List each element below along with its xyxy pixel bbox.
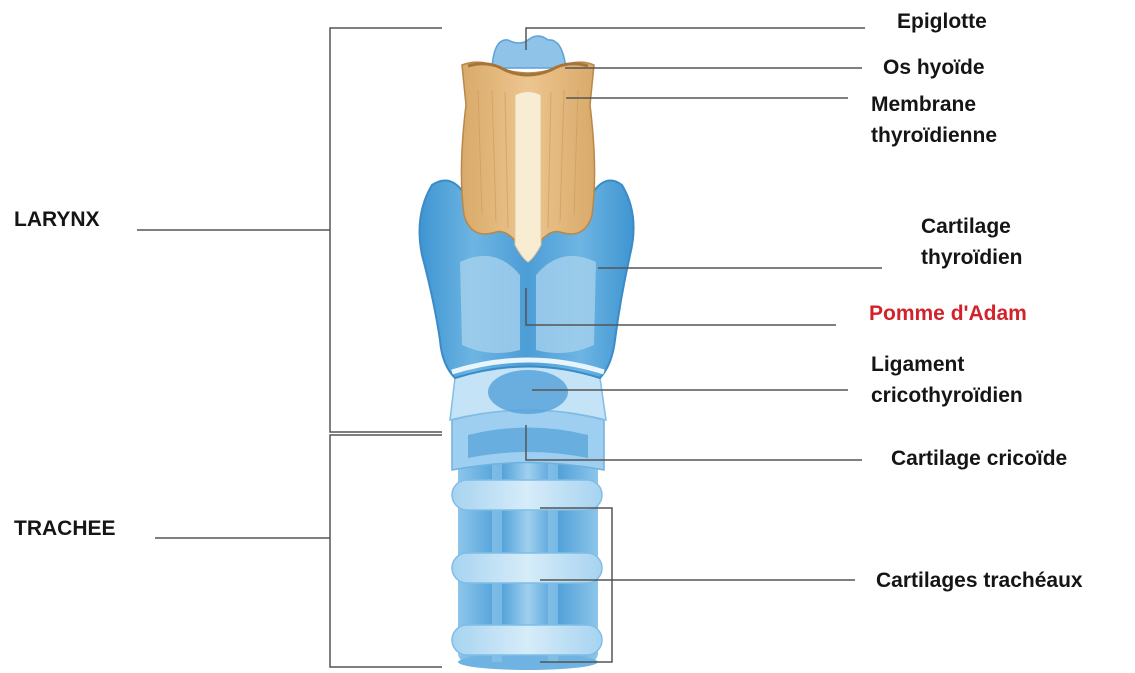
- label-membrane-2: thyroïdienne: [871, 120, 997, 151]
- label-pomme-adam: Pomme d'Adam: [869, 298, 1027, 329]
- trachea-bracket: [330, 435, 442, 667]
- label-membrane-1: Membrane: [871, 89, 976, 120]
- thyroid-lamina-right: [536, 256, 596, 353]
- ligament-center: [488, 370, 568, 414]
- label-cartilage-cricoide: Cartilage cricoïde: [891, 443, 1067, 474]
- tracheal-ring: [452, 480, 602, 510]
- label-ligament-1: Ligament: [871, 349, 964, 380]
- label-os-hyoide: Os hyoïde: [883, 52, 985, 83]
- thyroid-lamina-left: [460, 256, 520, 353]
- trachea-label: TRACHEE: [14, 513, 116, 544]
- larynx-label: LARYNX: [14, 204, 100, 235]
- bracket-lines: [137, 28, 442, 667]
- cricoid-cartilage: [452, 410, 604, 470]
- label-cartilages-tracheaux: Cartilages trachéaux: [876, 565, 1083, 596]
- label-cartilage-thyroidien-1: Cartilage: [921, 211, 1011, 242]
- leader-epiglotte: [526, 28, 865, 50]
- label-epiglotte: Epiglotte: [897, 6, 987, 37]
- tracheal-ring: [452, 553, 602, 583]
- median-ligament: [515, 92, 541, 263]
- epiglottis: [492, 36, 566, 68]
- tracheal-ring: [452, 625, 602, 655]
- label-cartilage-thyroidien-2: thyroïdien: [921, 242, 1023, 273]
- hyoid-membrane: [461, 62, 594, 262]
- label-ligament-2: cricothyroïdien: [871, 380, 1023, 411]
- epiglottis-shape: [492, 36, 566, 68]
